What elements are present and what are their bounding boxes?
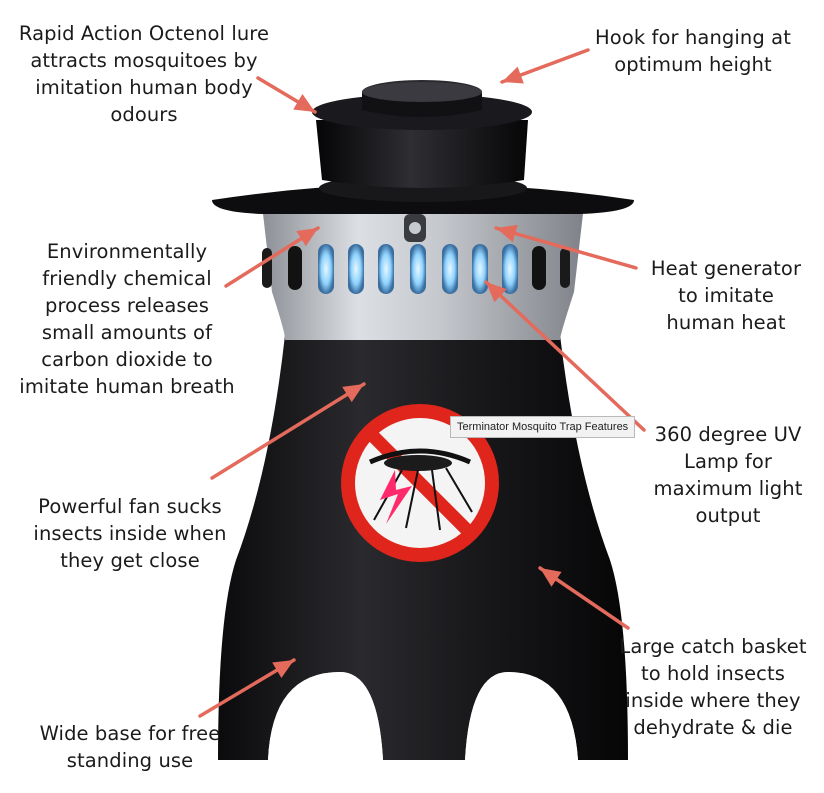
chemical-process-callout: Environmentally friendly chemical proces… <box>19 240 235 398</box>
no-mosquito-icon <box>341 404 499 562</box>
arrow-fan <box>210 382 366 480</box>
arrow-chemical-head <box>296 228 318 247</box>
uv-lamp-callout: 360 degree UV Lamp for maximum light out… <box>653 423 803 527</box>
arrow-base-head <box>272 660 294 678</box>
uv-vents <box>262 244 570 294</box>
wide-base-callout: Wide base for free standing use <box>39 722 221 772</box>
arrow-heat <box>494 226 638 270</box>
catch-basket-callout: Large catch basket to hold insects insid… <box>619 635 807 739</box>
arrow-uv-lamp-head <box>486 282 507 303</box>
callout-arrows <box>198 48 646 718</box>
tooltip: Terminator Mosquito Trap Features <box>450 416 636 438</box>
arrow-fan-head <box>342 384 364 403</box>
arrow-uv-lamp <box>484 280 646 432</box>
arrow-basket-head <box>540 568 562 587</box>
hook-callout: Hook for hanging at optimum height <box>595 26 791 76</box>
arrow-hook-head <box>502 66 524 84</box>
octenol-lure-callout: Rapid Action Octenol lure attracts mosqu… <box>18 22 270 126</box>
octenol-cap <box>316 120 528 188</box>
arrow-heat-head <box>496 224 518 243</box>
fan-callout: Powerful fan sucks insects inside when t… <box>33 495 227 572</box>
power-switch-icon <box>404 214 426 242</box>
arrow-octenol-head <box>293 94 315 112</box>
heat-generator-callout: Heat generator to imitate human heat <box>650 257 802 334</box>
